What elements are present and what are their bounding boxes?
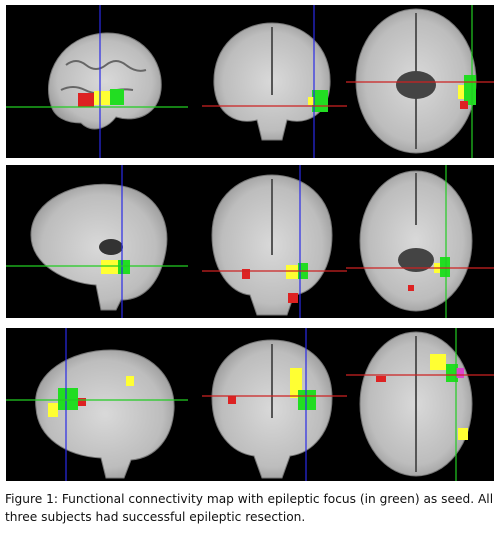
mri-panel-subject-2 (6, 165, 494, 318)
axial-view (346, 165, 494, 318)
figure-caption: Figure 1: Functional connectivity map wi… (5, 492, 494, 524)
sagittal-view (6, 328, 188, 481)
coronal-view (202, 165, 347, 318)
coronal-view (202, 328, 347, 481)
axial-view (346, 328, 494, 481)
sagittal-view (6, 5, 188, 158)
mri-panel-subject-3 (6, 328, 494, 481)
coronal-view (202, 5, 347, 158)
sagittal-view (6, 165, 188, 318)
mri-panel-subject-1 (6, 5, 494, 158)
axial-view (346, 5, 494, 158)
